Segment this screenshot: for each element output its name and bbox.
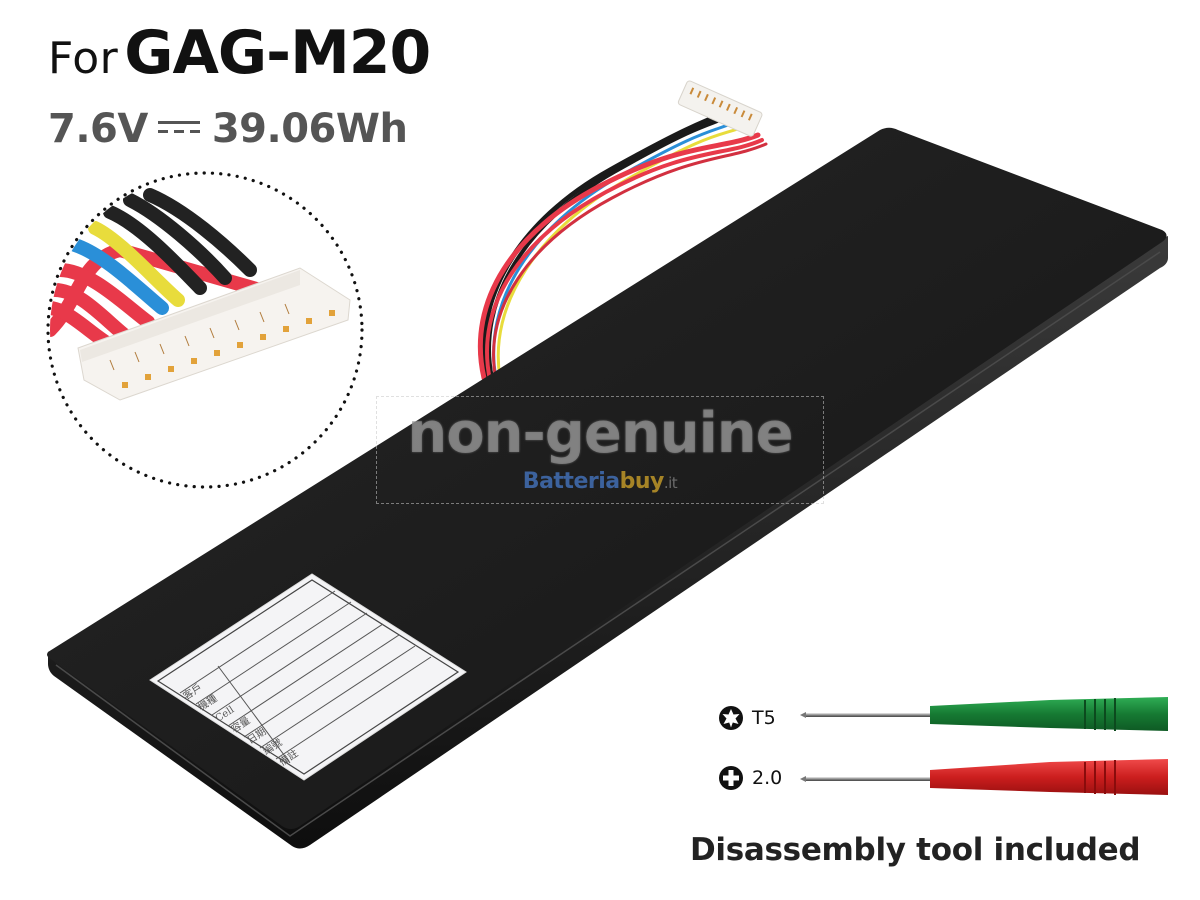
tool-item-phillips: 2.0 xyxy=(718,765,782,791)
battery-label-sticker: 客戶 機種 Cell 容量 日期 編號 備註 xyxy=(149,573,467,781)
cable-connector xyxy=(677,80,763,137)
product-specs: 7.6V 39.06Wh xyxy=(48,106,408,152)
spec-energy: 39.06Wh xyxy=(211,106,408,152)
watermark-brand: Batteriabuy.it xyxy=(377,469,823,494)
screwdriver-phillips xyxy=(800,759,1168,795)
title-prefix: For xyxy=(48,33,119,84)
tool-label-phillips: 2.0 xyxy=(752,767,783,789)
brand-suffix: .it xyxy=(663,474,678,492)
torx-icon xyxy=(719,706,743,730)
watermark-text: non-genuine xyxy=(407,401,793,466)
cable xyxy=(477,107,768,382)
tool-item-torx: T5 xyxy=(718,705,776,731)
brand-part1: Batteria xyxy=(522,469,620,494)
tools-caption: Disassembly tool included xyxy=(690,832,1141,868)
dc-current-icon xyxy=(157,121,200,133)
spec-voltage: 7.6V xyxy=(48,106,148,152)
brand-part2: buy xyxy=(619,469,665,494)
tool-label-torx: T5 xyxy=(752,707,776,729)
title-model: GAG-M20 xyxy=(124,18,431,88)
connector-callout xyxy=(46,171,364,489)
screwdriver-torx xyxy=(800,697,1168,731)
phillips-icon xyxy=(719,766,743,790)
watermark: non-genuine Batteriabuy.it xyxy=(376,396,824,504)
